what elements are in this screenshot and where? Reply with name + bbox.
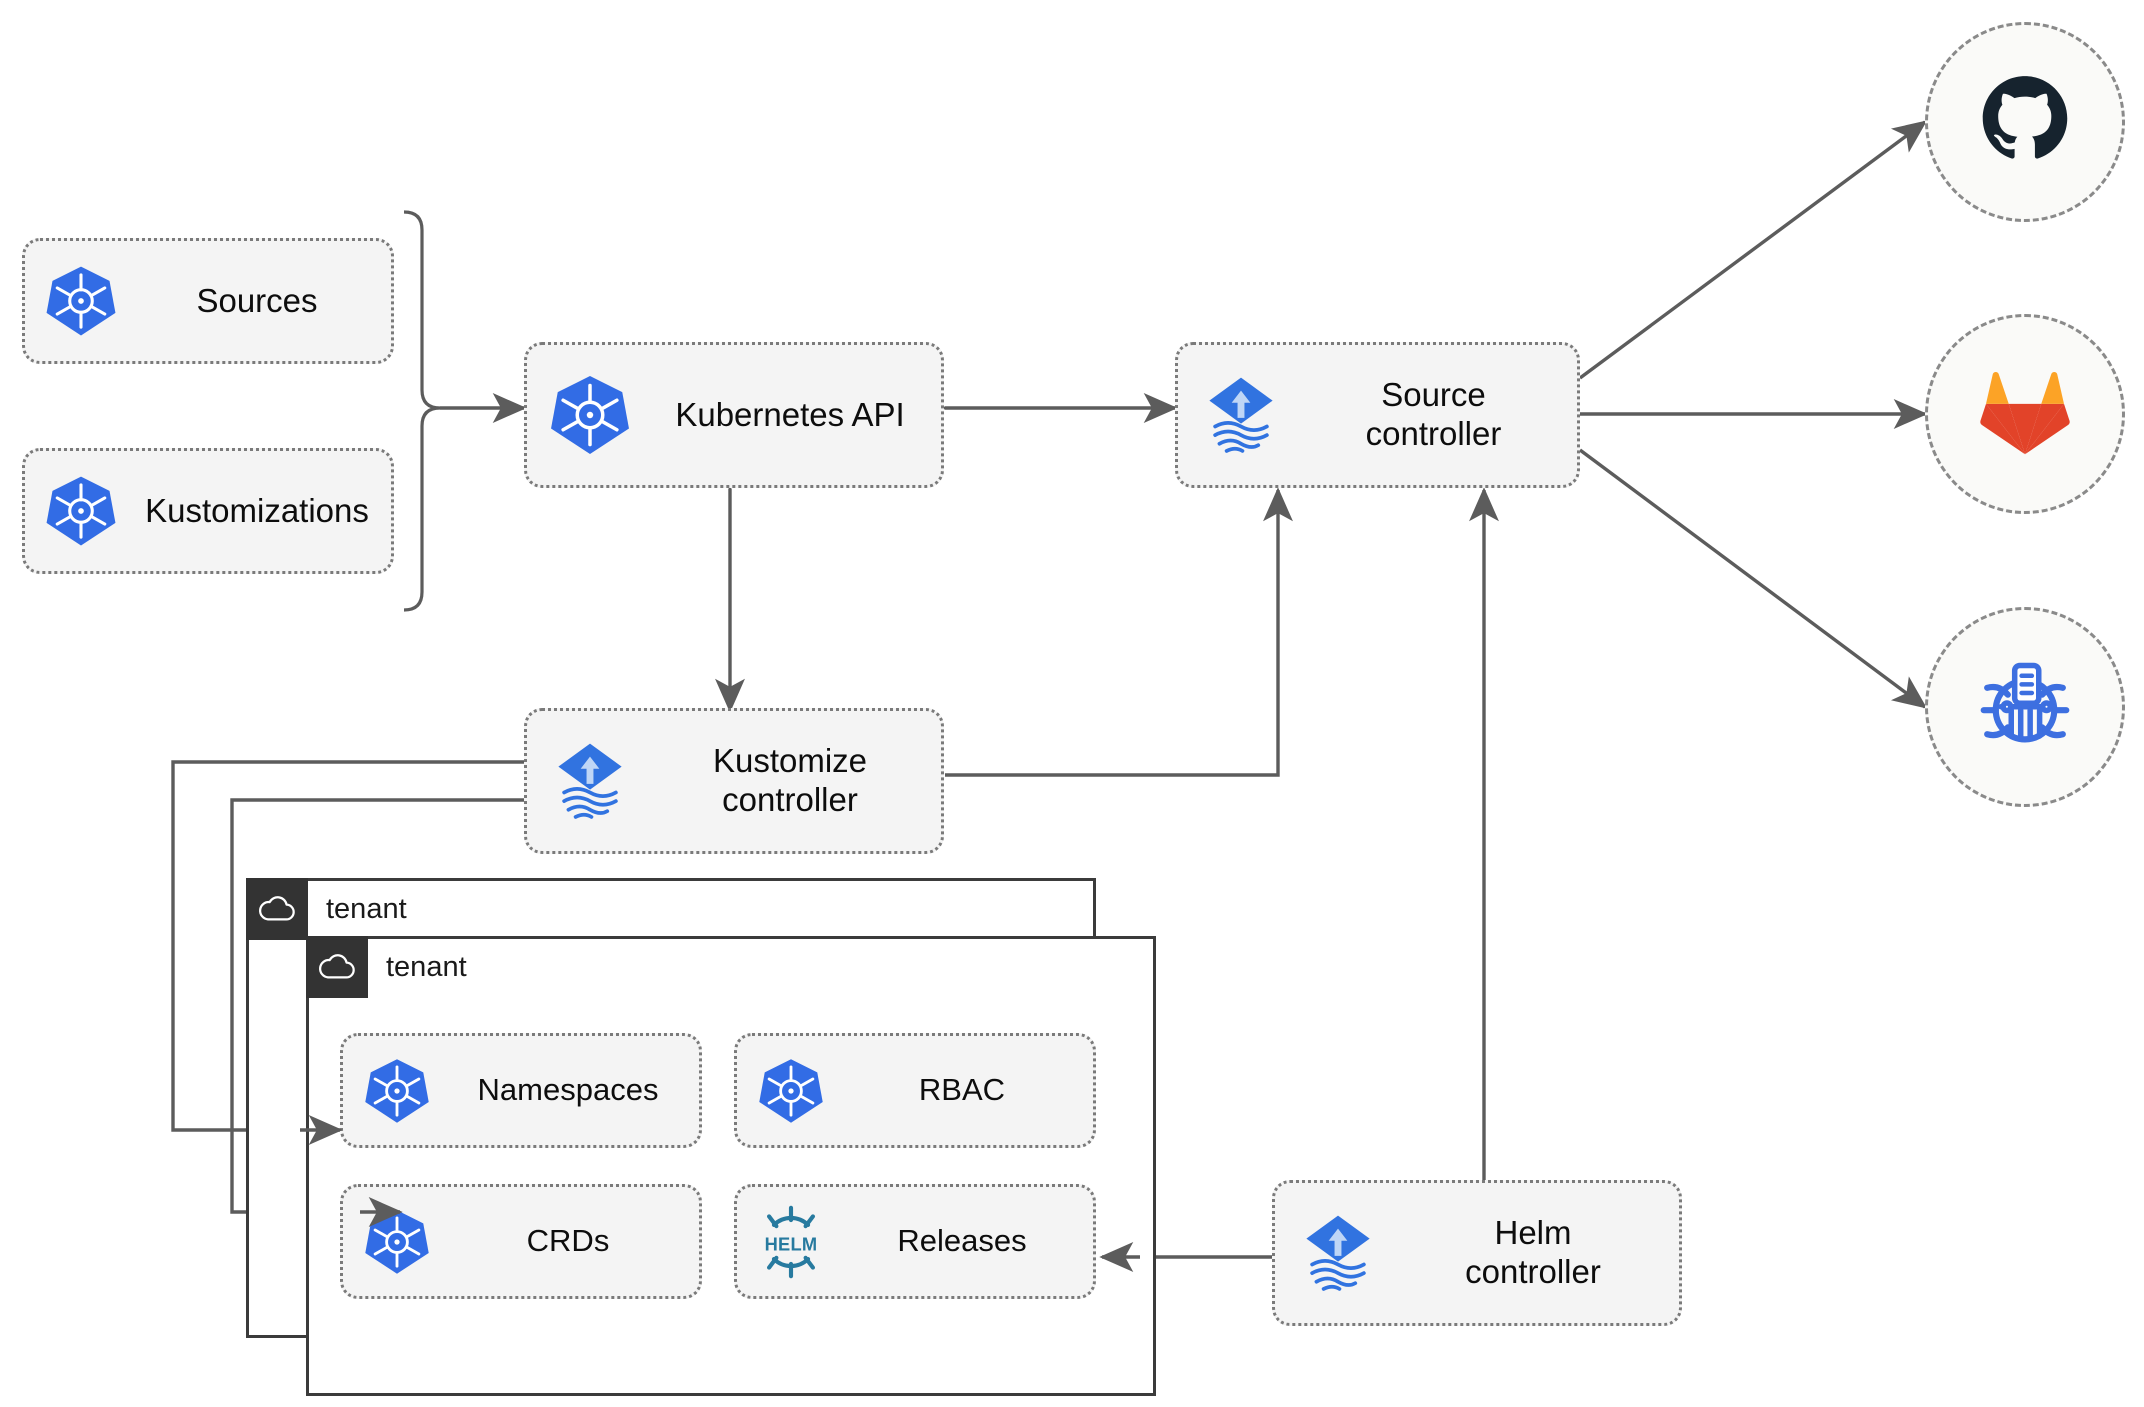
tenant-label: tenant (326, 892, 407, 925)
tenant-resource-box-releases[interactable]: HELM Releases (734, 1184, 1096, 1299)
tenant-resource-label: Namespaces (477, 1072, 659, 1108)
tenant-resource-box-crds[interactable]: CRDs (340, 1184, 702, 1299)
kubernetes-icon (25, 473, 137, 549)
controller-label: Kubernetes API (675, 395, 905, 433)
controller-label: Kustomize controller (712, 742, 868, 818)
resource-label: Sources (196, 281, 318, 319)
resource-box-sources[interactable]: Sources (22, 238, 394, 364)
flux-icon (527, 735, 653, 827)
controller-box-kustomize-controller[interactable]: Kustomize controller (524, 708, 944, 854)
provider-circle-github[interactable] (1925, 22, 2125, 222)
cloud-icon (246, 878, 308, 940)
helm-repository-icon (1970, 650, 2080, 765)
resource-box-kustomizations[interactable]: Kustomizations (22, 448, 394, 574)
kubernetes-icon (25, 263, 137, 339)
tenant-resource-box-namespaces[interactable]: Namespaces (340, 1033, 702, 1148)
tenant-resource-label: Releases (897, 1223, 1027, 1259)
helm-icon: HELM (737, 1203, 845, 1281)
kubernetes-icon (737, 1056, 845, 1126)
provider-circle-gitlab[interactable] (1925, 314, 2125, 514)
flux-icon (1178, 369, 1304, 461)
tenant-label: tenant (386, 950, 467, 983)
gitlab-icon (1973, 360, 2077, 469)
kubernetes-icon (527, 372, 653, 458)
controller-box-helm-controller[interactable]: Helm controller (1272, 1180, 1682, 1326)
controller-label: Source controller (1365, 376, 1502, 452)
provider-circle-helm-repository[interactable] (1925, 607, 2125, 807)
flux-icon (1275, 1207, 1401, 1299)
tenant-container-front[interactable]: tenant (306, 936, 1156, 1396)
controller-box-source-controller[interactable]: Source controller (1175, 342, 1580, 488)
tenant-header: tenant (246, 878, 407, 940)
tenant-resource-label: RBAC (918, 1072, 1006, 1108)
resource-label: Kustomizations (145, 491, 369, 529)
svg-text:HELM: HELM (765, 1233, 818, 1254)
controller-box-kubernetes-api[interactable]: Kubernetes API (524, 342, 944, 488)
tenant-resource-label: CRDs (526, 1223, 610, 1259)
controller-label: Helm controller (1465, 1214, 1601, 1290)
kubernetes-icon (343, 1056, 451, 1126)
tenant-resource-box-rbac[interactable]: RBAC (734, 1033, 1096, 1148)
kubernetes-icon (343, 1207, 451, 1277)
tenant-header: tenant (306, 936, 467, 998)
github-icon (1973, 68, 2077, 177)
cloud-icon (306, 936, 368, 998)
